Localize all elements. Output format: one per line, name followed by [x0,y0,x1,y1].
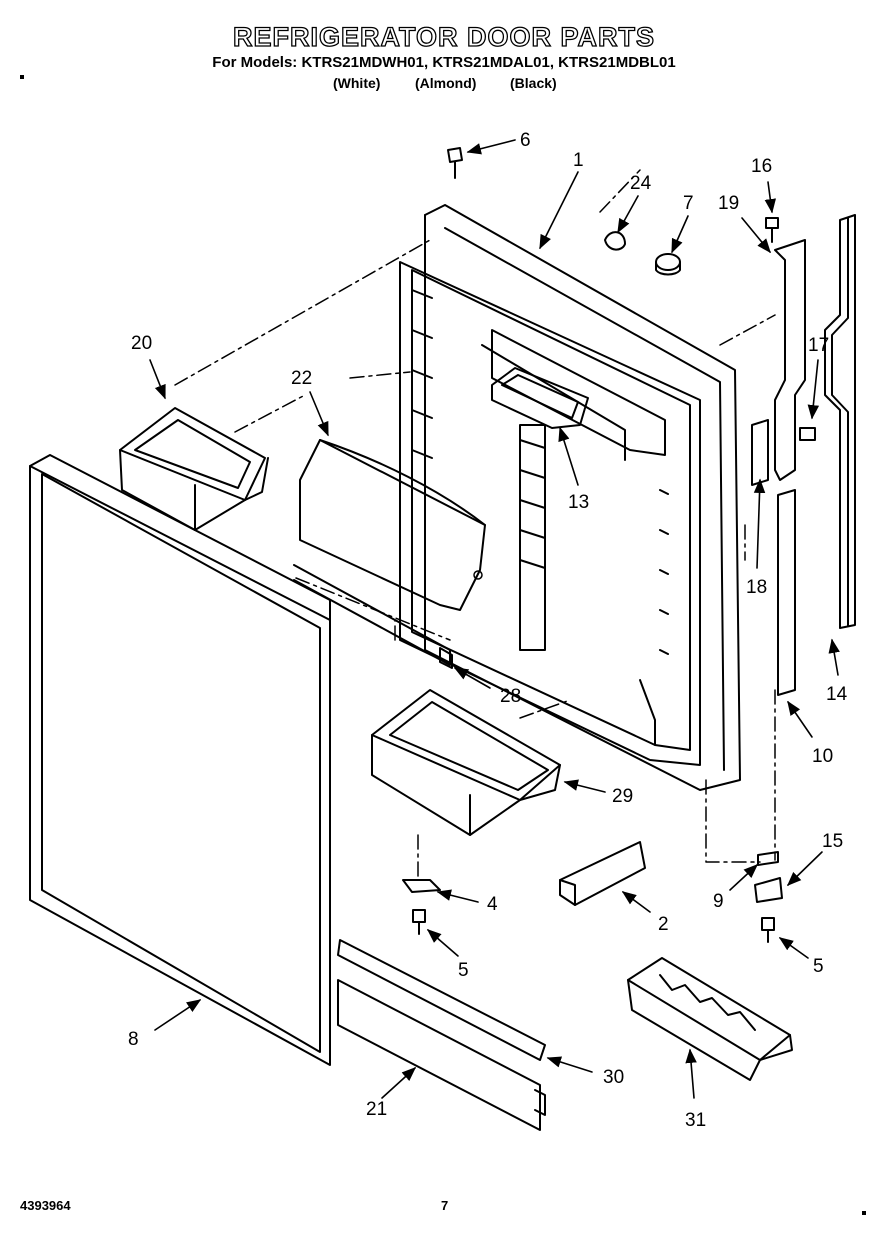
callout-31: 31 [685,1110,706,1131]
models-line: For Models: KTRS21MDWH01, KTRS21MDAL01, … [212,54,676,71]
color-white: (White) [333,75,381,91]
page-number: 7 [441,1198,449,1213]
callout-20: 20 [131,333,152,354]
callout-24: 24 [630,173,652,194]
callout-8: 8 [128,1029,139,1050]
dairy-compartment-part-13 [491,367,589,429]
corner-mark [862,1211,866,1215]
clip-part-2 [559,841,646,906]
callout-29: 29 [612,786,633,807]
lower-hinge-parts [754,851,783,903]
callout-6: 6 [520,130,531,151]
guide-lines [174,169,776,881]
color-almond: (Almond) [415,75,477,91]
side-trim-part-14 [824,214,856,629]
callout-18: 18 [746,577,767,598]
callout-17: 17 [808,335,829,356]
callout-30: 30 [603,1067,624,1088]
door-gasket-part-8 [29,454,331,1066]
color-black: (Black) [510,75,557,91]
callout-28: 28 [500,686,521,707]
callout-10: 10 [812,746,833,767]
page-title: REFRIGERATOR DOOR PARTS [232,21,655,52]
callout-9: 9 [713,891,724,912]
door-bin-part-20 [119,407,269,531]
callout-21: 21 [366,1099,387,1120]
door-bin-part-29 [371,689,561,836]
bottom-trim-parts [337,939,546,1131]
dairy-hinge-part-28 [293,564,453,669]
document-number: 4393964 [20,1198,71,1213]
callout-19: 19 [718,193,739,214]
corner-mark [20,75,24,79]
callout-5: 5 [813,956,824,977]
callout-15: 15 [822,831,843,852]
egg-tray-part-31 [627,957,793,1081]
callout-2: 2 [658,914,669,935]
callout-14: 14 [826,684,848,705]
hardware-parts [402,147,816,943]
callout-1: 1 [573,150,584,171]
callout-7: 7 [683,193,694,214]
callout-13: 13 [568,492,589,513]
callout-16: 16 [751,156,772,177]
dairy-door-part-22 [299,439,486,611]
callout-22: 22 [291,368,312,389]
callout-leaders [149,139,840,1099]
hinge-trim-parts [751,239,806,696]
callout-4: 4 [487,894,498,915]
callout-5: 5 [458,960,469,981]
